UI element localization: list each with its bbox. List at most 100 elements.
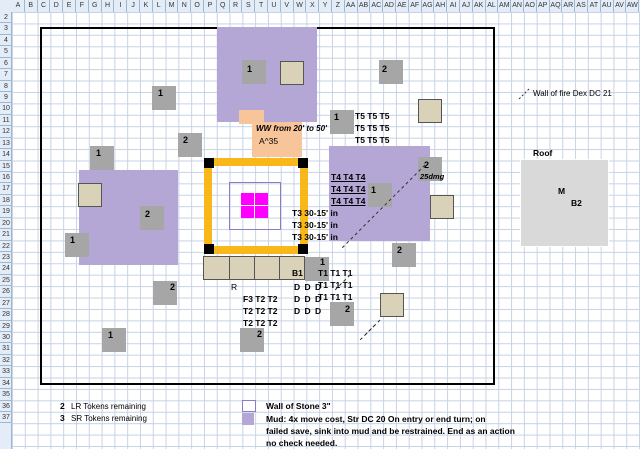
column-header[interactable]: R: [230, 0, 243, 12]
row-header[interactable]: 33: [0, 366, 11, 378]
column-header[interactable]: AR: [562, 0, 576, 12]
row-header[interactable]: 8: [0, 81, 11, 92]
row-header[interactable]: 16: [0, 172, 11, 184]
column-header[interactable]: AK: [473, 0, 486, 12]
row-header[interactable]: 2: [0, 12, 11, 24]
column-header[interactable]: F: [76, 0, 89, 12]
token[interactable]: [240, 328, 264, 352]
column-header[interactable]: C: [38, 0, 51, 12]
column-header[interactable]: I: [114, 0, 128, 12]
row-header[interactable]: 36: [0, 401, 11, 413]
column-header[interactable]: AI: [447, 0, 460, 12]
row-header[interactable]: 11: [0, 115, 11, 127]
column-header[interactable]: D: [50, 0, 64, 12]
column-header[interactable]: AU: [601, 0, 614, 12]
column-header[interactable]: AO: [524, 0, 537, 12]
row-header[interactable]: 20: [0, 218, 11, 230]
token[interactable]: [418, 157, 442, 181]
column-header[interactable]: AC: [370, 0, 384, 12]
token[interactable]: [152, 86, 176, 110]
column-header[interactable]: V: [281, 0, 294, 12]
column-header[interactable]: A: [12, 0, 25, 12]
row-header[interactable]: 13: [0, 138, 11, 150]
column-header[interactable]: P: [204, 0, 217, 12]
token[interactable]: [368, 183, 392, 207]
row-header[interactable]: 23: [0, 252, 11, 264]
column-header[interactable]: Q: [217, 0, 230, 12]
column-header[interactable]: AA: [345, 0, 358, 12]
column-header[interactable]: Z: [332, 0, 345, 12]
token[interactable]: [90, 146, 114, 170]
token[interactable]: [330, 302, 354, 326]
token[interactable]: [379, 60, 403, 84]
token[interactable]: [153, 281, 177, 305]
column-header[interactable]: U: [268, 0, 281, 12]
column-header[interactable]: AN: [511, 0, 524, 12]
column-header[interactable]: AD: [383, 0, 396, 12]
row-header[interactable]: 24: [0, 263, 11, 275]
column-header[interactable]: B: [25, 0, 38, 12]
column-header[interactable]: AJ: [460, 0, 473, 12]
column-header[interactable]: X: [306, 0, 320, 12]
column-header[interactable]: AM: [498, 0, 512, 12]
row-header[interactable]: 25: [0, 275, 11, 287]
column-header[interactable]: G: [89, 0, 102, 12]
row-header[interactable]: 18: [0, 195, 11, 207]
column-header[interactable]: AQ: [550, 0, 563, 12]
column-header[interactable]: AL: [486, 0, 499, 12]
row-header[interactable]: 3: [0, 23, 11, 35]
row-header[interactable]: 31: [0, 343, 11, 355]
token[interactable]: [242, 60, 266, 84]
row-header[interactable]: 12: [0, 126, 11, 138]
token[interactable]: [178, 133, 202, 157]
row-header[interactable]: 4: [0, 35, 11, 47]
column-header[interactable]: S: [242, 0, 256, 12]
column-header[interactable]: Y: [319, 0, 332, 12]
row-header[interactable]: 9: [0, 92, 11, 104]
row-header[interactable]: 37: [0, 412, 11, 424]
column-header[interactable]: H: [102, 0, 115, 12]
token[interactable]: [392, 243, 416, 267]
column-header[interactable]: AV: [614, 0, 627, 12]
token[interactable]: [102, 328, 126, 352]
row-header[interactable]: 35: [0, 389, 11, 401]
row-header[interactable]: 30: [0, 332, 11, 344]
row-header[interactable]: 10: [0, 103, 11, 115]
token[interactable]: [65, 233, 89, 257]
row-header[interactable]: 14: [0, 149, 11, 161]
row-header[interactable]: 22: [0, 241, 11, 253]
column-header[interactable]: AF: [409, 0, 422, 12]
row-header[interactable]: 26: [0, 286, 11, 298]
column-header[interactable]: AW: [626, 0, 640, 12]
row-header[interactable]: 27: [0, 298, 11, 310]
row-header[interactable]: 34: [0, 378, 11, 390]
column-header[interactable]: L: [153, 0, 166, 12]
row-header[interactable]: 17: [0, 183, 11, 195]
column-header[interactable]: J: [127, 0, 140, 12]
column-header[interactable]: W: [294, 0, 307, 12]
column-header[interactable]: AG: [422, 0, 435, 12]
column-header[interactable]: K: [140, 0, 153, 12]
row-header[interactable]: 19: [0, 206, 11, 218]
column-header[interactable]: AP: [537, 0, 550, 12]
row-header[interactable]: 29: [0, 321, 11, 333]
column-header[interactable]: E: [63, 0, 76, 12]
column-header[interactable]: T: [255, 0, 268, 12]
row-header[interactable]: 32: [0, 355, 11, 367]
row-header[interactable]: 5: [0, 46, 11, 58]
column-header[interactable]: AH: [434, 0, 448, 12]
row-header[interactable]: 7: [0, 69, 11, 81]
column-header[interactable]: N: [178, 0, 192, 12]
row-header[interactable]: 6: [0, 58, 11, 70]
row-header[interactable]: 15: [0, 161, 11, 172]
token[interactable]: [330, 110, 354, 134]
token[interactable]: [305, 257, 329, 281]
column-header[interactable]: M: [166, 0, 179, 12]
column-header[interactable]: O: [191, 0, 204, 12]
column-header[interactable]: AT: [588, 0, 601, 12]
column-header[interactable]: AB: [358, 0, 371, 12]
column-header[interactable]: AS: [575, 0, 588, 12]
row-header[interactable]: 28: [0, 309, 11, 321]
token[interactable]: [140, 206, 164, 230]
row-header[interactable]: 21: [0, 229, 11, 241]
